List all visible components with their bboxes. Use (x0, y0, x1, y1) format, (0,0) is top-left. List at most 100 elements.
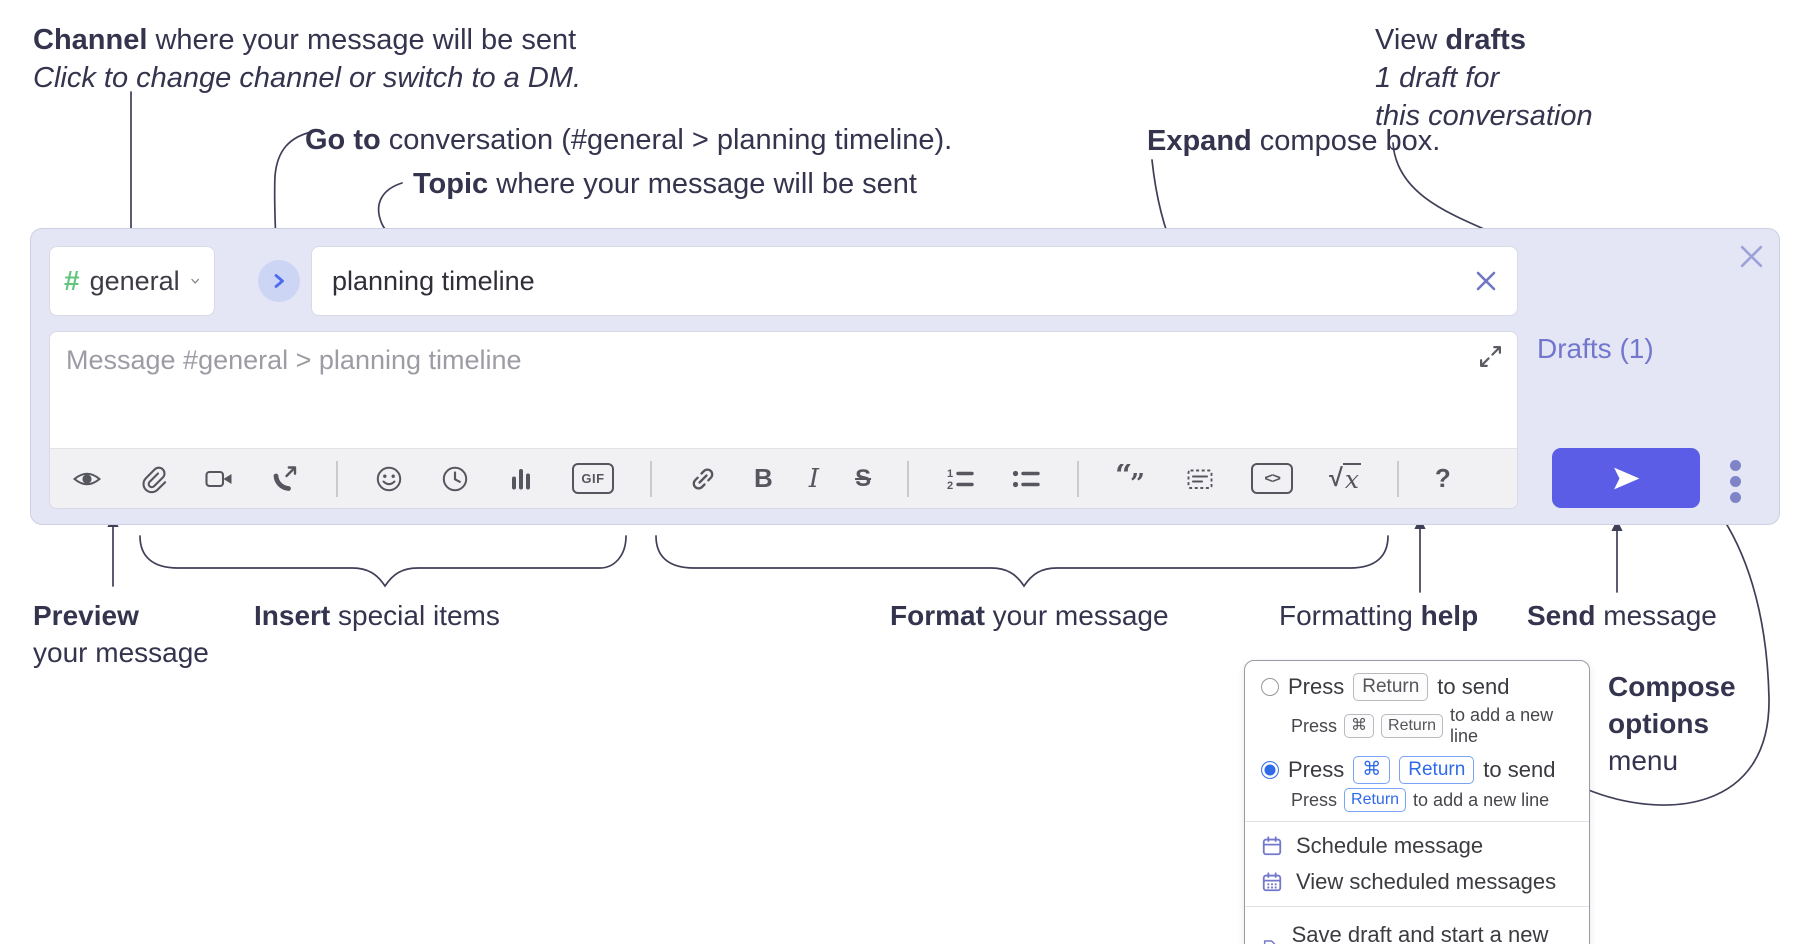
message-box[interactable]: Message #general > planning timeline (49, 331, 1518, 509)
send-annotation-bold: Send (1527, 600, 1596, 631)
return-key: Return (1344, 788, 1407, 812)
view-scheduled-label: View scheduled messages (1296, 869, 1557, 894)
popup-divider (1245, 821, 1589, 822)
channel-hash-icon: # (64, 265, 80, 296)
time-icon[interactable] (440, 460, 470, 498)
schedule-message-label: Schedule message (1296, 833, 1484, 858)
expand-annotation: Expand compose box. (1147, 122, 1440, 160)
video-call-icon[interactable] (204, 460, 234, 498)
code-icon[interactable]: <> (1251, 463, 1294, 494)
drafts-annotation-bold: drafts (1445, 24, 1526, 56)
kebab-dot (1730, 492, 1741, 503)
compose-box: # general planning timeline Message #gen… (30, 228, 1780, 525)
expand-annotation-rest: compose box. (1251, 125, 1441, 157)
svg-text:“: “ (1115, 464, 1132, 493)
preview-icon[interactable] (72, 460, 102, 498)
send-option-return[interactable]: Press Return to send (1261, 673, 1573, 701)
popup-divider (1245, 906, 1589, 907)
return-key: Return (1399, 756, 1475, 784)
preview-annotation-bold: Preview (33, 600, 139, 631)
gif-label: GIF (581, 471, 605, 486)
code-glyph: <> (1264, 470, 1281, 487)
compose-options-line1: Compose (1608, 671, 1736, 702)
press-label: Press (1291, 715, 1338, 736)
return-key: Return (1381, 714, 1444, 738)
view-scheduled-messages-item[interactable]: View scheduled messages (1261, 864, 1573, 900)
quote-icon[interactable]: “” (1115, 460, 1149, 498)
drafts-annotation-line2: 1 draft for (1375, 62, 1500, 94)
channel-selector[interactable]: # general (49, 246, 215, 316)
preview-annotation-line2: your message (33, 637, 209, 668)
channel-annotation-bold: Channel (33, 24, 148, 56)
format-annotation-bold: Format (890, 600, 985, 631)
cmd-key: ⌘ (1344, 714, 1375, 738)
toolbar-divider (336, 460, 338, 497)
kebab-dot (1730, 460, 1741, 471)
bulleted-list-icon[interactable] (1011, 460, 1041, 498)
channel-annotation-line2: Click to change channel or switch to a D… (33, 62, 582, 94)
help-icon[interactable]: ? (1434, 463, 1451, 493)
save-draft-item[interactable]: Save draft and start a new message (1261, 913, 1573, 944)
draft-document-icon (1263, 940, 1276, 944)
press-label: Press (1291, 789, 1338, 810)
calendar-icon (1262, 836, 1282, 856)
attach-file-icon[interactable] (138, 460, 168, 498)
send-annotation: Send message (1527, 597, 1717, 634)
italic-icon[interactable]: I (808, 463, 820, 494)
to-send-label: to send (1437, 674, 1510, 699)
drafts-annotation-pre: View (1375, 24, 1446, 56)
topic-annotation-rest: where your message will be sent (488, 168, 917, 200)
topic-annotation: Topic where your message will be sent (413, 165, 917, 203)
message-placeholder: Message #general > planning timeline (66, 345, 522, 375)
go-to-conversation-button[interactable] (258, 260, 300, 302)
toolbar-divider (650, 460, 652, 497)
newline-label: to add a new line (1450, 705, 1554, 746)
expand-compose-icon[interactable] (1479, 345, 1502, 368)
drafts-annotation: View drafts 1 draft for this conversatio… (1375, 21, 1593, 135)
math-icon[interactable]: √x (1329, 460, 1361, 498)
schedule-message-item[interactable]: Schedule message (1261, 828, 1573, 864)
to-send-label: to send (1483, 757, 1556, 782)
insert-brace (139, 535, 627, 588)
emoji-icon[interactable] (374, 460, 404, 498)
insert-annotation-rest: special items (330, 600, 500, 631)
strikethrough-icon[interactable]: S (855, 464, 872, 492)
send-annotation-rest: message (1595, 600, 1717, 631)
radio-unselected[interactable] (1261, 678, 1279, 696)
drafts-link[interactable]: Drafts (1) (1537, 333, 1654, 364)
radio-selected[interactable] (1261, 761, 1279, 779)
goto-annotation-rest: conversation (#general > planning timeli… (380, 124, 953, 156)
spoiler-icon[interactable] (1185, 460, 1215, 498)
calendar-grid-icon (1262, 872, 1282, 892)
gif-icon[interactable]: GIF (572, 463, 614, 494)
channel-name: general (89, 265, 180, 296)
send-button[interactable] (1552, 448, 1700, 508)
topic-annotation-bold: Topic (413, 168, 489, 200)
channel-annotation: Channel where your message will be sent … (33, 21, 581, 97)
channel-annotation-line1: Channel where your message will be sent (33, 21, 581, 59)
poll-icon[interactable] (506, 460, 536, 498)
clear-topic-icon[interactable] (1473, 268, 1499, 294)
return-key: Return (1353, 673, 1429, 701)
cmd-key: ⌘ (1353, 756, 1391, 784)
svg-text:1: 1 (947, 468, 953, 480)
formatting-help-pre: Formatting (1279, 600, 1421, 631)
topic-input[interactable]: planning timeline (311, 246, 1518, 316)
send-option-return-subtext: Press ⌘ Return to add a new line (1291, 705, 1573, 747)
audio-call-icon[interactable] (270, 460, 300, 498)
close-compose-icon[interactable] (1738, 243, 1765, 270)
channel-annotation-rest: where your message will be sent (147, 24, 577, 56)
bold-icon[interactable]: B (754, 463, 773, 493)
format-brace (655, 535, 1389, 588)
press-label: Press (1288, 674, 1345, 699)
preview-annotation: Preview your message (33, 597, 209, 671)
compose-options-menu-button[interactable] (1728, 458, 1743, 505)
save-draft-label: Save draft and start a new message (1291, 922, 1549, 944)
format-annotation-rest: your message (984, 600, 1169, 631)
link-icon[interactable] (688, 460, 718, 498)
kebab-dot (1730, 476, 1741, 487)
drafts-annotation-line3: this conversation (1375, 100, 1593, 132)
send-option-cmd-return[interactable]: Press ⌘ Return to send (1261, 756, 1573, 784)
